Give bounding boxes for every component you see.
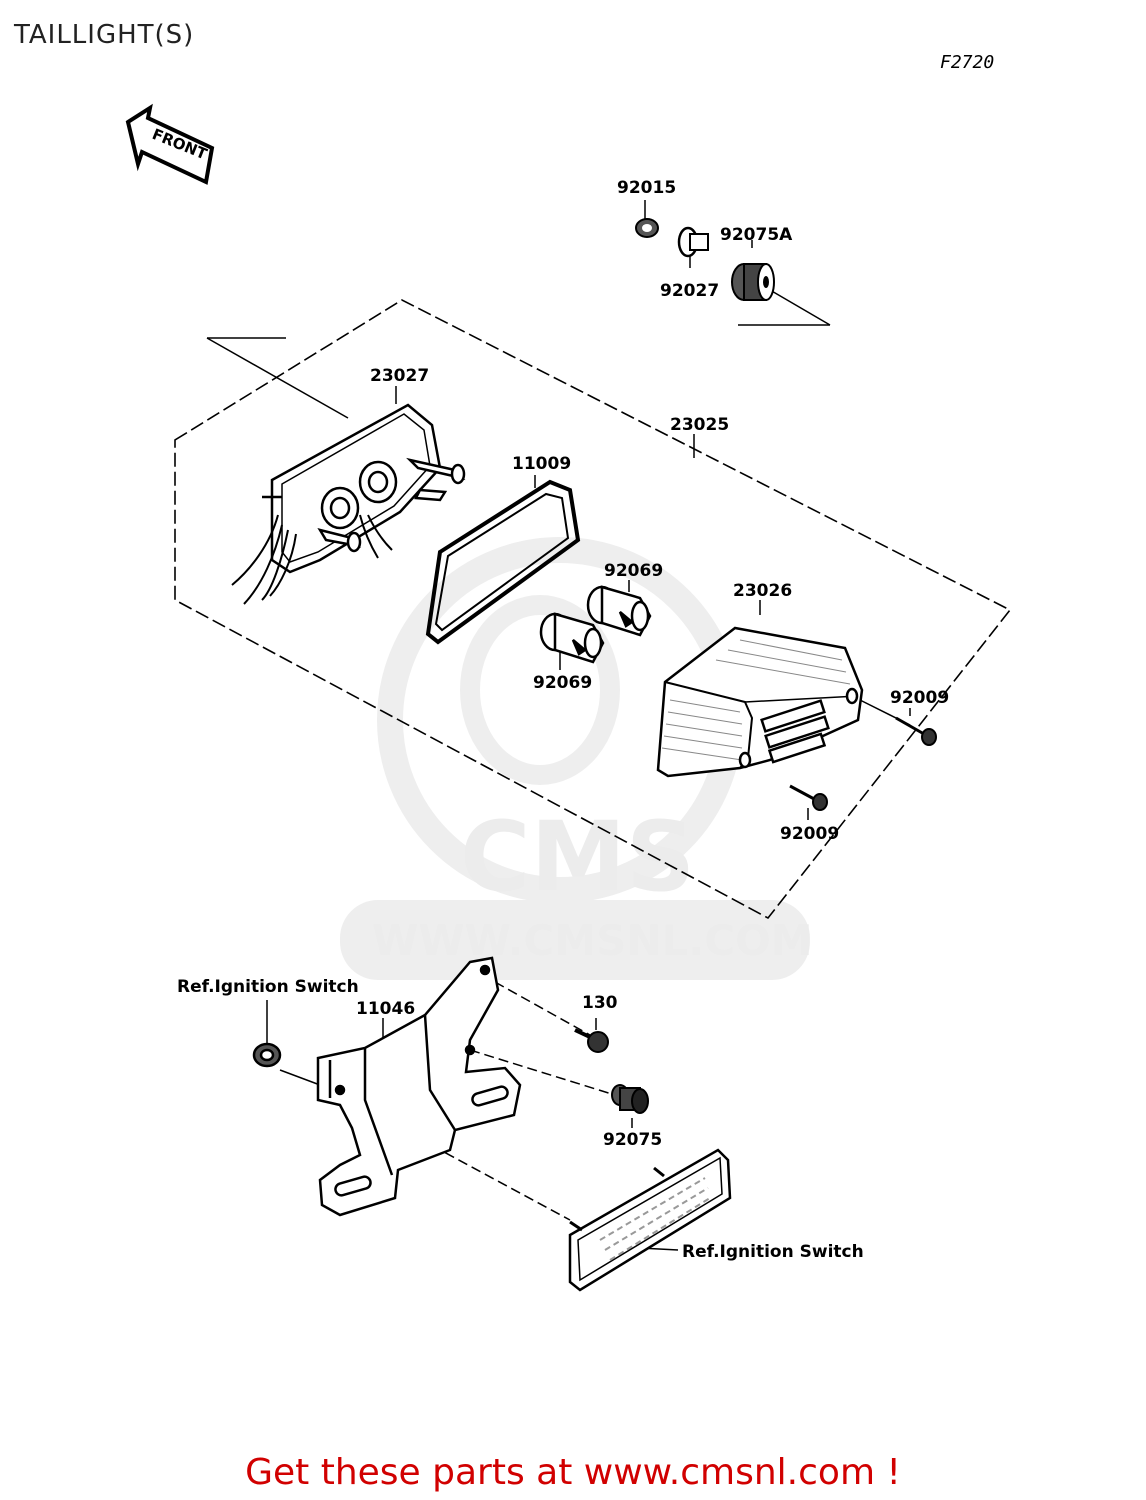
rubber-damper-icon	[611, 1084, 649, 1114]
part-label-23025: 23025	[670, 415, 729, 435]
license-bracket-icon	[316, 956, 522, 1217]
part-labels: 92015 92075A 92027 23027 23025 11009 920…	[177, 178, 949, 1262]
watermark-brand: CMS	[460, 801, 695, 913]
part-label-ref-ignition-switch-reflector: Ref.Ignition Switch	[682, 1242, 864, 1262]
part-label-11046: 11046	[356, 999, 415, 1019]
part-label-ref-ignition-switch-nut: Ref.Ignition Switch	[177, 977, 359, 997]
part-label-92075a: 92075A	[720, 225, 793, 245]
part-label-92069-lower: 92069	[533, 673, 592, 693]
watermark-url: WWW.CMSNL.COM	[372, 916, 813, 965]
screw-icon-upper	[895, 716, 937, 746]
bulb-icon-lower	[539, 612, 605, 664]
nut-icon	[635, 218, 659, 238]
part-label-92027: 92027	[660, 281, 719, 301]
footer-link[interactable]: Get these parts at www.cmsnl.com !	[245, 1452, 901, 1493]
damper-icon	[731, 263, 775, 301]
part-label-92075: 92075	[603, 1130, 662, 1150]
part-label-23026: 23026	[733, 581, 792, 601]
part-label-130: 130	[582, 993, 618, 1013]
screw-icon-lower	[789, 784, 828, 811]
figure-code: F2720	[940, 52, 995, 73]
part-label-92015: 92015	[617, 178, 676, 198]
assembly-outline	[174, 299, 1012, 920]
taillight-lens-icon	[656, 626, 864, 778]
part-label-23027: 23027	[370, 366, 429, 386]
ref-nut-icon	[252, 1042, 282, 1068]
bolt-icon	[574, 1028, 609, 1053]
front-arrow-icon: FRONT	[125, 103, 215, 185]
gasket-icon	[425, 479, 581, 645]
part-label-92009-upper: 92009	[890, 688, 949, 708]
lamp-base-icon	[231, 403, 466, 605]
part-label-11009: 11009	[512, 454, 571, 474]
collar-icon	[677, 226, 709, 258]
part-label-92069-upper: 92069	[604, 561, 663, 581]
part-label-92009-lower: 92009	[780, 824, 839, 844]
bulb-icon-upper	[586, 585, 652, 637]
reflector-icon	[568, 1148, 732, 1292]
diagram-title: TAILLIGHT(S)	[14, 20, 195, 50]
